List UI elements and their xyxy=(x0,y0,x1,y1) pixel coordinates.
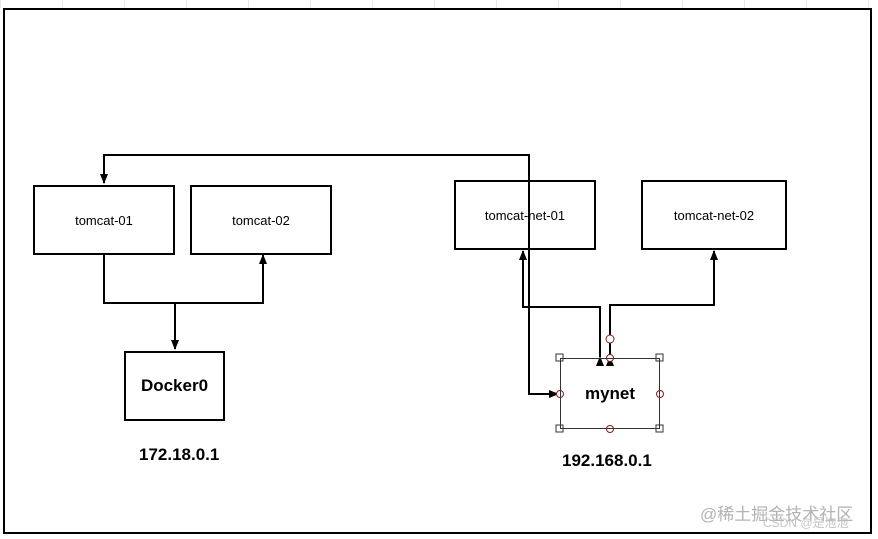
docker0-ip-label: 172.18.0.1 xyxy=(139,445,220,464)
node-mynet-label: mynet xyxy=(584,383,636,403)
connector-docker0-bus xyxy=(100,246,267,304)
node-tomcat-01[interactable]: tomcat-01 xyxy=(33,185,175,255)
node-tomcat-net-01[interactable]: tomcat-net-01 xyxy=(454,180,596,250)
mynet-ip-label: 192.168.0.1 xyxy=(562,451,652,470)
watermark-line-2: CSDN @是泡泡 xyxy=(763,516,849,530)
node-tomcat-net-02-label: tomcat-net-02 xyxy=(673,207,755,223)
node-tomcat-net-01-label: tomcat-net-01 xyxy=(484,207,566,223)
diagram-border xyxy=(3,8,872,534)
connector-mynet-to-tomcat-net-02 xyxy=(606,250,718,366)
node-docker0-label: Docker0 xyxy=(140,376,209,395)
connector-mynet-to-tomcat-net-01 xyxy=(519,250,604,366)
node-docker0[interactable]: Docker0 xyxy=(124,351,225,421)
node-tomcat-02-label: tomcat-02 xyxy=(232,212,290,228)
background-grid xyxy=(0,0,878,8)
node-tomcat-01-label: tomcat-01 xyxy=(75,212,133,228)
watermark-line-1: @稀土掘金技术社区 xyxy=(700,505,854,524)
node-tomcat-02[interactable]: tomcat-02 xyxy=(190,185,332,255)
node-tomcat-net-02[interactable]: tomcat-net-02 xyxy=(641,180,787,250)
node-mynet[interactable]: mynet xyxy=(560,358,660,429)
